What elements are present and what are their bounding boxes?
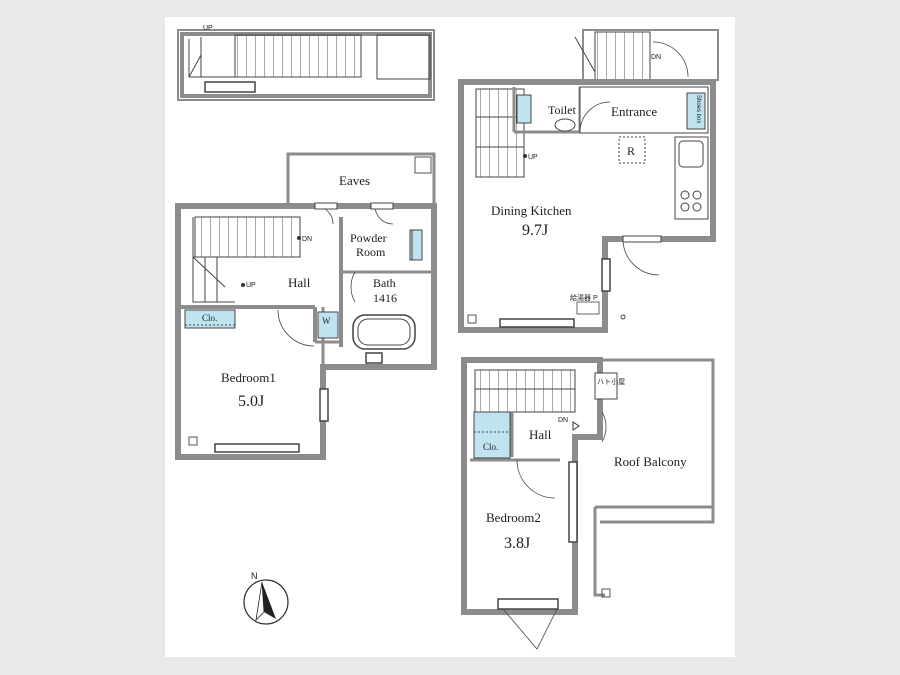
bedroom1-window — [214, 443, 300, 453]
dining-window — [499, 318, 575, 328]
refrigerator — [618, 136, 646, 164]
top-floor-plan: UP — [177, 25, 435, 101]
floorplan-drawing: UP Eaves DN UP Hall Powder Room — [175, 25, 719, 650]
roof-balcony-label: Roof Balcony — [614, 454, 687, 469]
floor-2f-plan: DN UP Toilet Shoes box Entrance R — [458, 29, 719, 333]
bedroom1-size: 5.0J — [238, 393, 264, 410]
hatch-box — [594, 372, 618, 400]
shoes-box-label: Shoes box — [695, 95, 701, 123]
2f-up-label: UP — [528, 154, 538, 161]
floor-1f-plan: Eaves DN UP Hall Powder Room Bath 1416 — [175, 152, 437, 460]
3f-closet — [473, 411, 511, 459]
dining-kitchen-label: Dining Kitchen — [491, 203, 572, 218]
compass-north-label: N — [251, 571, 258, 581]
eaves-label: Eaves — [339, 173, 370, 188]
entry-dn-label: DN — [651, 54, 661, 61]
shoes-box — [686, 92, 706, 130]
bedroom2-label: Bedroom2 — [486, 510, 541, 525]
3f-stairs — [474, 369, 576, 413]
toilet-label: Toilet — [548, 103, 576, 117]
bedroom2-window — [497, 598, 559, 610]
toilet-tank — [516, 94, 532, 124]
bath-label-1: Bath — [373, 276, 396, 290]
powder-room-label-1: Powder — [350, 231, 387, 245]
bedroom2-side-window — [568, 461, 578, 543]
top-window — [204, 81, 256, 93]
bedroom1-side-window — [319, 388, 329, 422]
1f-hall-label: Hall — [288, 275, 311, 290]
refrigerator-label: R — [627, 144, 635, 158]
floorplan-sheet: UP Eaves DN UP Hall Powder Room — [165, 17, 735, 657]
1f-closet-label: Clo. — [202, 313, 217, 323]
3f-dn-label: DN — [558, 417, 568, 424]
top-up-label: UP — [203, 25, 213, 32]
dining-kitchen-size: 9.7J — [522, 222, 548, 239]
bathtub — [352, 314, 416, 350]
bath-label-2: 1416 — [373, 291, 397, 305]
floor-3f-plan: ハト小屋 DN Hall Clo. Roof Balcony Bedroom2 … — [461, 357, 715, 650]
washer — [317, 311, 339, 339]
3f-closet-label: Clo. — [483, 442, 498, 452]
powder-room-label-2: Room — [356, 245, 386, 259]
kitchen-sink — [678, 140, 704, 168]
1f-closet — [184, 309, 236, 329]
bedroom1-label: Bedroom1 — [221, 370, 276, 385]
bedroom2-size: 3.8J — [504, 535, 530, 552]
1f-stairs — [194, 216, 301, 258]
1f-dn-label: DN — [302, 236, 312, 243]
3f-hall-label: Hall — [529, 427, 552, 442]
hatch-label: ハト小屋 — [597, 377, 625, 386]
top-stairs — [234, 34, 362, 78]
washer-label: W — [322, 316, 331, 326]
meter-note: 給湯器 P — [570, 293, 598, 302]
entrance-label: Entrance — [611, 104, 657, 119]
entry-stairs — [594, 31, 651, 83]
1f-up-label: UP — [246, 282, 256, 289]
north-compass: N — [243, 571, 289, 625]
